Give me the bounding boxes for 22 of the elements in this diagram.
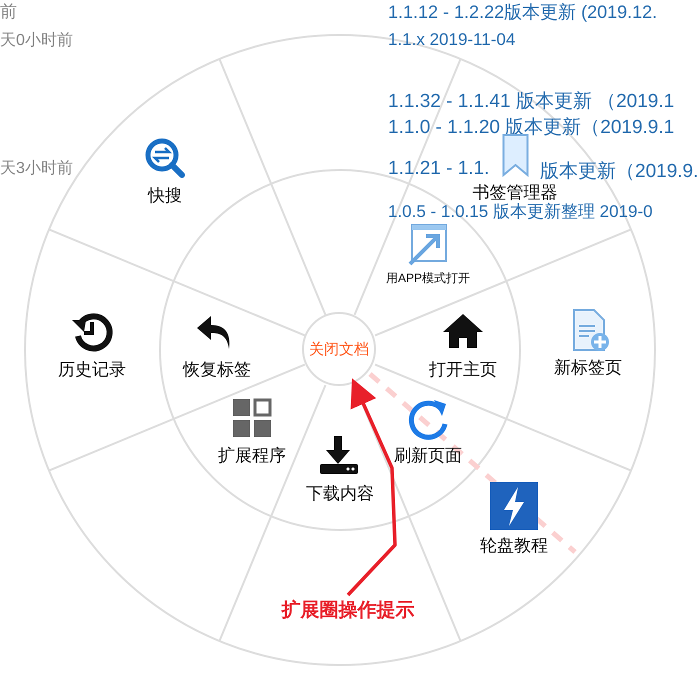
background-text: 天3小时前 xyxy=(0,158,73,179)
menu-label: 扩展程序 xyxy=(218,445,286,467)
menu-label: 新标签页 xyxy=(554,357,622,379)
background-text: 1.1.32 - 1.1.41 版本更新 （2019.1 xyxy=(388,90,674,114)
menu-label: 打开主页 xyxy=(429,359,497,381)
background-text: 天0小时前 xyxy=(0,30,73,51)
background-text: 版本更新（2019.9. xyxy=(540,160,698,184)
menu-label: 轮盘教程 xyxy=(480,535,548,557)
hint-caption: 扩展圈操作提示 xyxy=(282,598,414,623)
menu-label: 书签管理器 xyxy=(472,182,558,202)
background-text: 1.1.21 - 1.1. xyxy=(388,158,490,180)
menu-label: 历史记录 xyxy=(58,359,126,381)
menu-label: 恢复标签 xyxy=(183,359,251,381)
menu-label: 刷新页面 xyxy=(394,445,462,467)
menu-label: 快搜 xyxy=(148,185,182,207)
background-text: 1.1.12 - 1.2.22版本更新 (2019.12. xyxy=(388,1,658,24)
arrow xyxy=(346,378,397,596)
menu-label: 下载内容 xyxy=(306,483,374,505)
background-text: 1.0.5 - 1.0.15 版本更新整理 2019-0 xyxy=(388,201,653,223)
background-text: 前 xyxy=(0,1,17,23)
background-text: 1.1.x 2019-11-04 xyxy=(388,30,516,50)
menu-label: 用APP模式打开 xyxy=(386,270,470,287)
